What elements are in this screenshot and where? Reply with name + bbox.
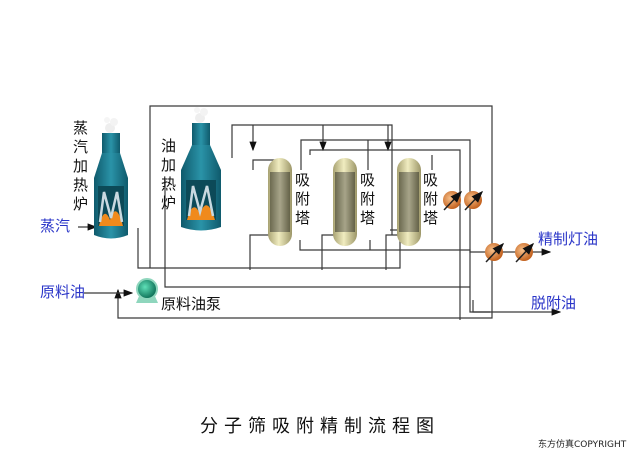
- diagram-title: 分子筛吸附精制流程图: [200, 416, 440, 437]
- feed-pump-icon: [136, 278, 158, 303]
- heat-exchanger-icon: [464, 190, 484, 211]
- steam-furnace-label: 蒸汽加热炉: [71, 120, 89, 215]
- oil-furnace-label: 油加热炉: [159, 138, 177, 214]
- piping: [78, 105, 562, 320]
- steam-heating-furnace: [94, 117, 128, 239]
- adsorber-label: 吸附塔: [293, 172, 311, 229]
- heat-exchanger-icon: [443, 190, 463, 211]
- heat-exchanger-icon: [485, 242, 505, 263]
- adsorber-column: [268, 158, 292, 246]
- steam-inlet-label: 蒸汽: [40, 217, 71, 235]
- adsorber-column: [333, 158, 357, 246]
- adsorber-column: [397, 158, 421, 246]
- desorbed-oil-label: 脱附油: [531, 294, 577, 312]
- smoke-icon: [194, 107, 208, 123]
- product-outlet-label: 精制灯油: [538, 230, 599, 248]
- pump-label: 原料油泵: [161, 295, 222, 313]
- heating-coil-icon: [98, 191, 124, 223]
- smoke-icon: [104, 117, 118, 133]
- feed-inlet-label: 原料油: [40, 283, 86, 301]
- heating-coil-icon: [187, 185, 215, 217]
- adsorber-label: 吸附塔: [421, 172, 439, 229]
- adsorber-label: 吸附塔: [358, 172, 376, 229]
- oil-heating-furnace: [181, 107, 221, 231]
- copyright-text: 东方仿真COPYRIGHT: [538, 440, 627, 450]
- heat-exchanger-icon: [515, 242, 535, 263]
